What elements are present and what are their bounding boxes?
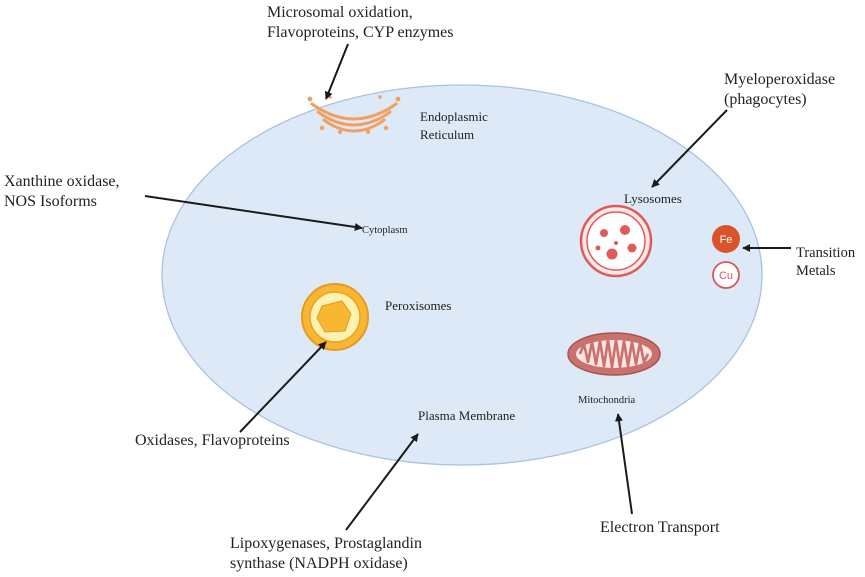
iron-icon: Fe (712, 225, 740, 253)
arrow-myeloperoxidase-to-lysosomes (651, 109, 728, 188)
cytoplasm-label: Cytoplasm (362, 225, 408, 236)
peroxisome-icon (301, 283, 369, 351)
mitochondria-icon (567, 332, 661, 376)
fe-label: Fe (720, 234, 733, 246)
xanthine-label: Xanthine oxidase,NOS Isoforms (4, 173, 120, 210)
endoplasmic-reticulum-icon (307, 95, 401, 134)
plasma-membrane-label: Plasma Membrane (418, 408, 515, 423)
myeloperoxidase-label: Myeloperoxidase(phagocytes) (724, 71, 835, 108)
microsomal-label: Microsomal oxidation,Flavoproteins, CYP … (267, 4, 454, 41)
arrow-electron-to-mitochondria (615, 413, 633, 515)
lysosomes-label: Lysosomes (624, 191, 682, 206)
copper-icon: Cu (712, 261, 740, 289)
arrow-microsomal-to-er (324, 43, 349, 100)
electron-transport-label: Electron Transport (600, 519, 720, 536)
arrow-lipoxygenases-to-membrane (345, 433, 419, 531)
oxidases-label: Oxidases, Flavoproteins (135, 432, 290, 449)
peroxisomes-label: Peroxisomes (385, 298, 451, 313)
arrow-xanthine-to-cytoplasm (144, 195, 363, 231)
lysosome-icon (579, 204, 653, 278)
cu-label: Cu (719, 270, 733, 282)
mitochondria-label: Mitochondria (578, 395, 635, 406)
arrow-oxidases-to-peroxisome (239, 341, 327, 433)
arrows (144, 43, 791, 531)
